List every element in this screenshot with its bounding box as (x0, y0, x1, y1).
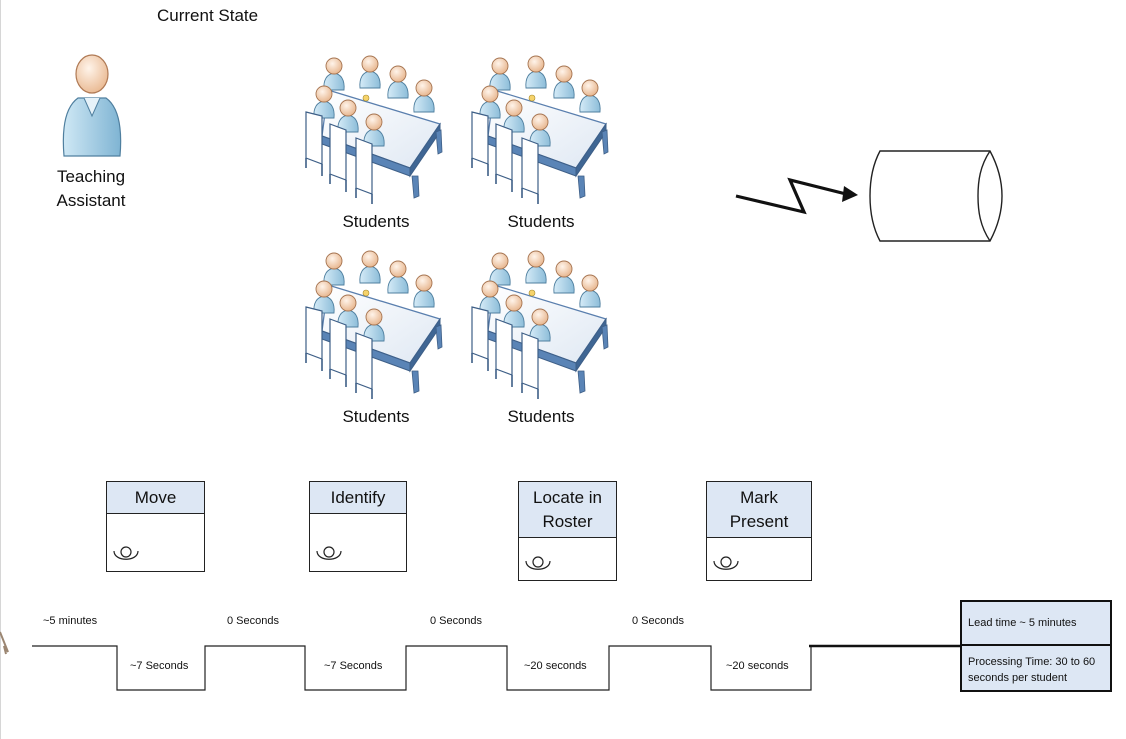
process-time-label: ~20 seconds (726, 660, 789, 672)
student-group-label: Students (507, 212, 575, 231)
database-cylinder-icon (869, 150, 1003, 242)
operator-icon (316, 546, 342, 560)
process-time-label: ~20 seconds (524, 660, 587, 672)
operator-label: Teaching Assistant (40, 165, 142, 213)
wait-time-label: 0 Seconds (430, 615, 482, 627)
process-title: Identify (310, 482, 406, 514)
operator-icon (113, 546, 139, 560)
process-title: Move (107, 482, 204, 514)
process-box-mark-present[interactable]: Mark Present (706, 481, 812, 581)
lightning-arrow-icon (735, 177, 858, 215)
wait-time-label: 0 Seconds (227, 615, 279, 627)
wait-time-label: 0 Seconds (632, 615, 684, 627)
process-box-identify[interactable]: Identify (309, 481, 407, 572)
lead-time-text: Lead time ~ 5 minutes (962, 602, 1110, 646)
student-group-label: Students (342, 407, 410, 426)
student-group-label: Students (342, 212, 410, 231)
timeline-line (32, 645, 812, 691)
operator-label-line1: Teaching (56, 167, 126, 186)
process-box-move[interactable]: Move (106, 481, 205, 572)
left-edge-divider (0, 0, 1, 739)
operator-icon (713, 556, 739, 570)
operator-label-line2: Assistant (56, 191, 126, 210)
diagram-title: Current State (157, 6, 259, 25)
processing-time-text: Processing Time: 30 to 60 seconds per st… (968, 656, 1096, 684)
cursor-artifact (0, 631, 9, 655)
person-icon (62, 54, 122, 157)
process-title: Mark Present (707, 482, 811, 538)
process-box-locate-in-roster[interactable]: Locate in Roster (518, 481, 617, 581)
operator-icon (525, 556, 551, 570)
timeline-summary-box: Lead time ~ 5 minutes Processing Time: 3… (960, 600, 1112, 692)
student-group-label: Students (507, 407, 575, 426)
process-time-label: ~7 Seconds (130, 660, 189, 672)
process-title: Locate in Roster (519, 482, 616, 538)
wait-time-label: ~5 minutes (43, 615, 98, 627)
process-time-label: ~7 Seconds (324, 660, 383, 672)
